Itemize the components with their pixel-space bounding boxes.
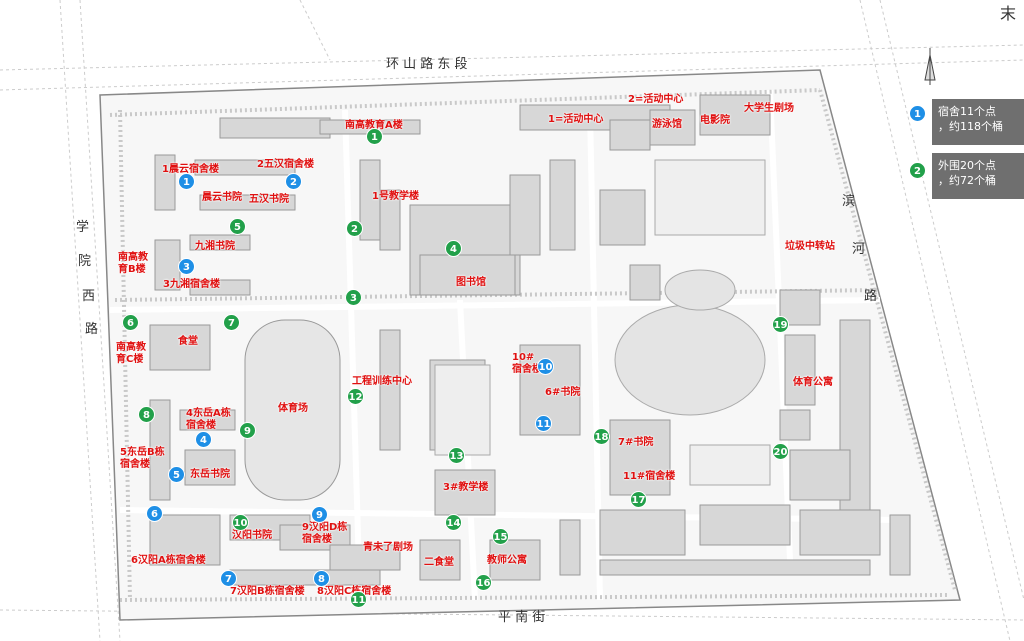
- road-label-east-3: 路: [864, 289, 878, 304]
- road-label-south: 平 南 街: [498, 610, 546, 625]
- building-label: 11#宿舍楼: [623, 471, 676, 482]
- dorm-marker[interactable]: 1: [178, 173, 195, 190]
- outer-marker[interactable]: 11: [350, 591, 367, 608]
- building-label: 10#宿舍楼: [512, 352, 542, 375]
- outer-marker[interactable]: 12: [347, 388, 364, 405]
- building-label: 9汉阳D栋宿舍楼: [302, 522, 348, 545]
- outer-marker[interactable]: 18: [593, 428, 610, 445]
- building-label: 东岳书院: [190, 469, 230, 480]
- outer-marker[interactable]: 3: [345, 289, 362, 306]
- courts: [654, 159, 771, 486]
- building-label: 南高教育B楼: [118, 252, 148, 275]
- outer-marker[interactable]: 19: [772, 316, 789, 333]
- outer-marker[interactable]: 5: [229, 218, 246, 235]
- dorm-marker[interactable]: 5: [168, 466, 185, 483]
- building-label: 食堂: [178, 336, 198, 347]
- legend-dorm-line2: ，约118个桶: [938, 120, 1003, 133]
- dorm-marker[interactable]: 6: [146, 505, 163, 522]
- dorm-marker[interactable]: 7: [220, 570, 237, 587]
- road-label-east-2: 河: [852, 242, 866, 257]
- building-label: 南高教育A楼: [345, 120, 403, 131]
- road-label-west-3: 西: [82, 289, 96, 304]
- dorm-marker[interactable]: 4: [195, 431, 212, 448]
- outer-marker[interactable]: 8: [138, 406, 155, 423]
- compass-icon: [924, 48, 936, 85]
- building-label: 6汉阳A栋宿舍楼: [131, 555, 206, 566]
- building-label: 1号教学楼: [372, 191, 419, 202]
- building-label: 6#书院: [545, 387, 581, 398]
- building-label: 工程训练中心: [352, 376, 412, 387]
- sports-field: [244, 319, 341, 501]
- road-label-west-2: 院: [78, 254, 92, 269]
- building-label: 体育公寓: [793, 377, 833, 388]
- outer-marker[interactable]: 1: [366, 128, 383, 145]
- outer-marker[interactable]: 14: [445, 514, 462, 531]
- outer-marker[interactable]: 17: [630, 491, 647, 508]
- building-label: 二食堂: [424, 557, 454, 568]
- building-label: 3九湘宿舍楼: [163, 279, 220, 290]
- building-label: 大学生剧场: [744, 103, 794, 114]
- building-label: 汉阳书院: [232, 530, 272, 541]
- dorm-marker[interactable]: 10: [537, 358, 554, 375]
- building-label: 7汉阳B栋宿舍楼: [230, 586, 305, 597]
- legend-item-outer: 外围20个点 ，约72个桶: [932, 153, 1024, 199]
- building-label: 晨云书院: [202, 192, 242, 203]
- building-label: 教师公寓: [487, 555, 527, 566]
- building-label: 电影院: [700, 115, 730, 126]
- building-label: 体育场: [278, 403, 308, 414]
- building-label: 南高教育C楼: [116, 342, 146, 365]
- building-label: 5东岳B栋宿舍楼: [120, 447, 165, 470]
- outer-marker[interactable]: 13: [448, 447, 465, 464]
- building-label: 4东岳A栋宿舍楼: [186, 408, 231, 431]
- dorm-marker[interactable]: 11: [535, 415, 552, 432]
- building-label: 青未了剧场: [363, 542, 413, 553]
- dorm-marker[interactable]: 9: [311, 506, 328, 523]
- outer-marker[interactable]: 20: [772, 443, 789, 460]
- dorm-marker[interactable]: 8: [313, 570, 330, 587]
- dorm-marker[interactable]: 2: [285, 173, 302, 190]
- outer-marker[interactable]: 10: [232, 514, 249, 531]
- outer-marker[interactable]: 15: [492, 528, 509, 545]
- road-label-west-4: 路: [85, 322, 99, 337]
- building-label: 7#书院: [618, 437, 654, 448]
- legend-outer-marker: 2: [909, 162, 926, 179]
- outer-marker[interactable]: 7: [223, 314, 240, 331]
- outer-marker[interactable]: 6: [122, 314, 139, 331]
- building-label: 垃圾中转站: [785, 241, 835, 252]
- building-label: 九湘书院: [195, 241, 235, 252]
- road-label-east-1: 滨: [842, 194, 856, 209]
- legend-dorm-marker: 1: [909, 105, 926, 122]
- building-label: 图书馆: [456, 277, 486, 288]
- building-label: 1晨云宿舍楼: [162, 164, 219, 175]
- legend-item-dorm: 宿舍11个点 ，约118个桶: [932, 99, 1024, 145]
- legend-dorm-line1: 宿舍11个点: [938, 105, 996, 118]
- building-label: 游泳馆: [652, 119, 682, 130]
- legend-outer-line1: 外围20个点: [938, 159, 996, 172]
- outer-marker[interactable]: 4: [445, 240, 462, 257]
- building-label: 2=活动中心: [628, 94, 684, 105]
- road-label-west-1: 学: [76, 220, 90, 235]
- road-label-north: 环 山 路 东 段: [386, 57, 468, 72]
- building-label: 3#教学楼: [443, 482, 489, 493]
- building-label: 1=活动中心: [548, 114, 604, 125]
- tree-rows: [109, 88, 957, 602]
- legend-outer-line2: ，约72个桶: [938, 174, 996, 187]
- road-label-corner: 末: [1000, 4, 1017, 23]
- building-label: 五汉书院: [249, 194, 289, 205]
- outer-marker[interactable]: 2: [346, 220, 363, 237]
- outer-marker[interactable]: 9: [239, 422, 256, 439]
- building-label: 2五汉宿舍楼: [257, 159, 314, 170]
- dorm-marker[interactable]: 3: [178, 258, 195, 275]
- track-field-2: [434, 364, 491, 456]
- central-garden: [614, 269, 766, 416]
- outer-marker[interactable]: 16: [475, 574, 492, 591]
